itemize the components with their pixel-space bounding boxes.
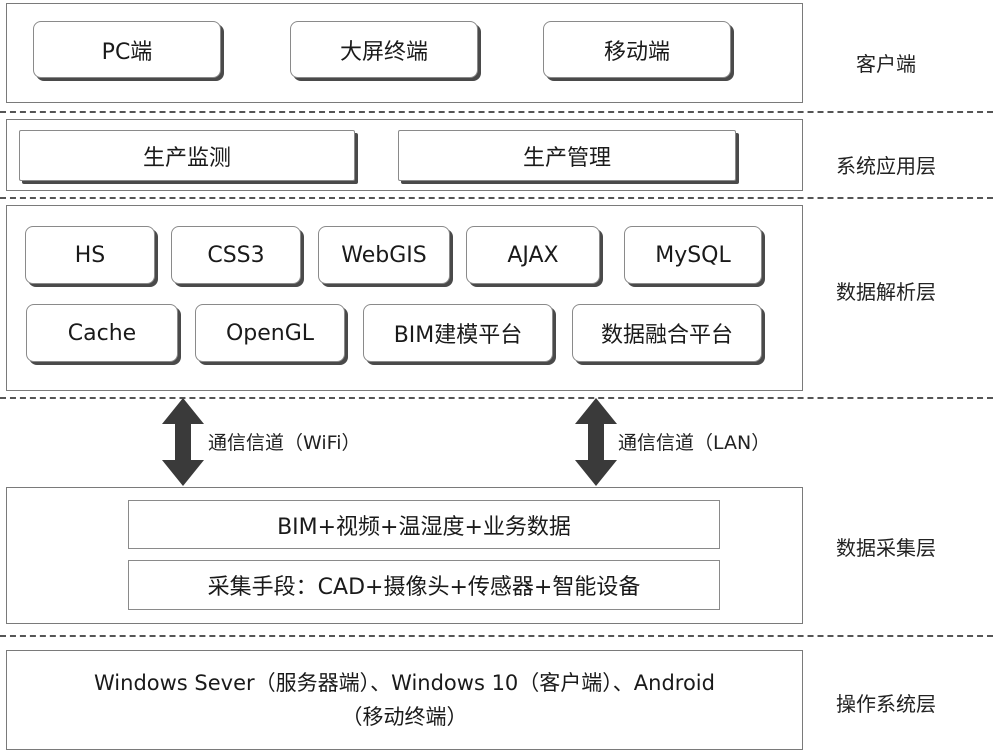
wifi-channel-label: 通信信道（WiFi） — [208, 432, 361, 454]
app-layer-label: 系统应用层 — [836, 154, 936, 178]
os-line-1: Windows Sever（服务器端）、Windows 10（客户端）、Andr… — [94, 671, 715, 695]
client-layer-label: 客户端 — [856, 52, 916, 76]
double-arrow-icon-wifi — [162, 398, 204, 486]
os-layer-label: 操作系统层 — [836, 692, 936, 716]
parse-layer-label: 数据解析层 — [836, 280, 936, 304]
tech-box-opengl: OpenGL — [195, 304, 345, 362]
large-screen-box: 大屏终端 — [290, 21, 478, 78]
tech-box-css3: CSS3 — [171, 226, 301, 284]
tech-box-webgis: WebGIS — [318, 226, 450, 284]
divider-4 — [0, 635, 993, 637]
tech-box-bim-platform: BIM建模平台 — [363, 304, 553, 362]
collected-data-box: BIM+视频+温湿度+业务数据 — [128, 500, 720, 549]
tech-box-cache: Cache — [26, 304, 178, 362]
divider-3 — [0, 397, 993, 399]
tech-box-hs: HS — [25, 226, 155, 284]
divider-2 — [0, 197, 993, 199]
production-monitoring-box: 生产监测 — [19, 130, 355, 181]
mobile-client-box: 移动端 — [543, 21, 731, 78]
pc-client-box: PC端 — [33, 21, 221, 78]
collect-layer-label: 数据采集层 — [836, 536, 936, 560]
os-layer — [6, 650, 803, 750]
tech-box-ajax: AJAX — [466, 226, 600, 284]
divider-1 — [0, 111, 993, 113]
double-arrow-icon-lan — [575, 398, 617, 486]
os-line-2: （移动终端） — [341, 705, 468, 729]
production-management-box: 生产管理 — [398, 130, 736, 181]
lan-channel-label: 通信信道（LAN） — [618, 432, 771, 454]
tech-box-mysql: MySQL — [624, 226, 762, 284]
collection-means-box: 采集手段：CAD+摄像头+传感器+智能设备 — [128, 560, 720, 610]
tech-box-fusion-platform: 数据融合平台 — [572, 304, 762, 362]
